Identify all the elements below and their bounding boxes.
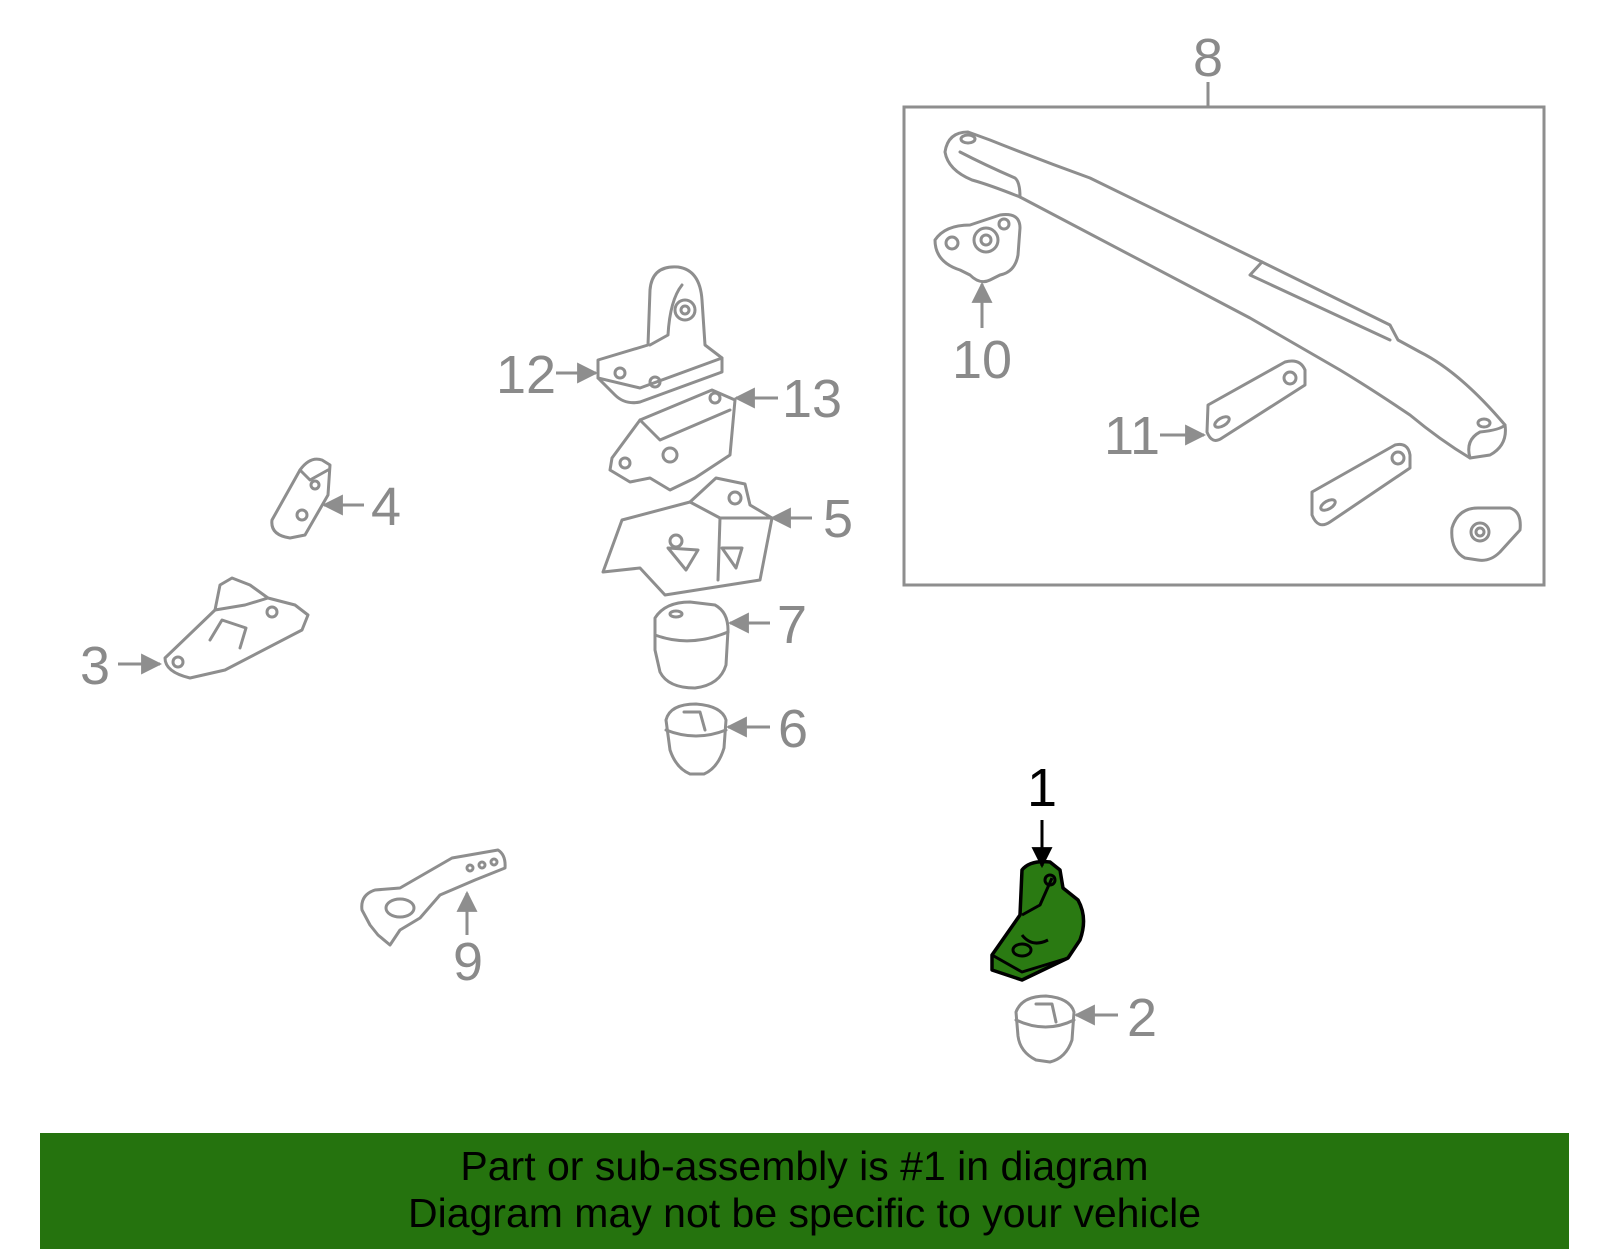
mount-bracket-13[interactable]: 13 [608,369,842,492]
banner-line-part: Part or sub-assembly is #1 in diagram [460,1143,1149,1189]
bracket-3[interactable]: 3 [80,576,310,696]
callout-4[interactable]: 4 [371,477,401,537]
info-banner: Part or sub-assembly is #1 in diagram Di… [40,1133,1569,1249]
callout-5[interactable]: 5 [823,489,853,549]
callout-7[interactable]: 7 [777,595,807,655]
bracket-11-pair [1310,443,1412,527]
mount-10-pair [1450,506,1522,562]
bracket-11[interactable]: 11 [1104,359,1307,466]
bracket-4[interactable]: 4 [270,457,401,540]
mount-bracket-5[interactable]: 5 [601,476,853,597]
subassembly-8-box: 8 [902,28,1546,587]
rubber-mount-6[interactable]: 6 [664,699,808,776]
banner-line-disclaimer: Diagram may not be specific to your vehi… [407,1190,1201,1236]
rubber-mount-7[interactable]: 7 [653,595,807,690]
engine-mount-bracket-1[interactable]: 1 [990,758,1086,982]
torque-rod-9[interactable]: 9 [360,848,507,992]
callout-8[interactable]: 8 [1193,28,1223,88]
engine-mount-12[interactable]: 12 [496,265,724,405]
rubber-mount-2[interactable]: 2 [1014,988,1157,1064]
callout-3[interactable]: 3 [80,636,110,696]
callout-11[interactable]: 11 [1104,406,1160,466]
callout-2[interactable]: 2 [1127,988,1157,1048]
crossmember-part[interactable] [943,130,1507,460]
callout-12[interactable]: 12 [496,345,556,405]
callout-10[interactable]: 10 [952,330,1012,390]
mount-bracket-10[interactable]: 10 [933,213,1022,390]
callout-1[interactable]: 1 [1027,758,1057,818]
callout-9[interactable]: 9 [453,932,483,992]
callout-13[interactable]: 13 [782,369,842,429]
callout-6[interactable]: 6 [778,699,808,759]
